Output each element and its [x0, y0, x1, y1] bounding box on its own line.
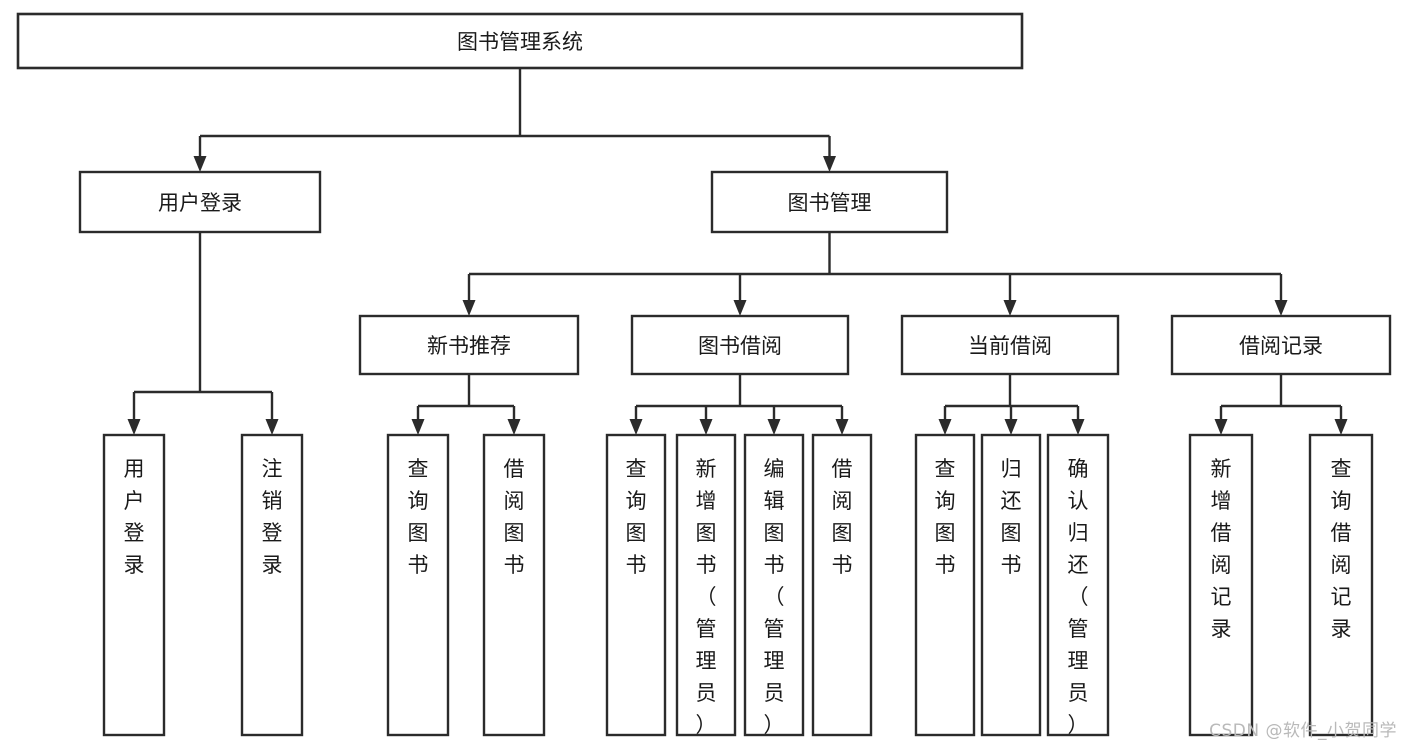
- node-label: 注销登录: [262, 457, 283, 577]
- node-label: 图书管理系统: [457, 30, 583, 54]
- arrow-head-icon: [1003, 300, 1017, 316]
- node-l2_1[interactable]: 图书借阅: [630, 314, 850, 376]
- node-l1_0[interactable]: 用户登录: [78, 170, 322, 234]
- node-l2_0[interactable]: 新书推荐: [358, 314, 580, 376]
- node-label: 借阅图书: [832, 457, 853, 577]
- node-box: [900, 314, 1120, 376]
- arrow-head-icon: [1071, 419, 1085, 435]
- node-label: 归还图书: [1001, 457, 1022, 577]
- node-leaf_0[interactable]: 用户登录: [102, 433, 166, 737]
- node-leaf_10[interactable]: 确认归还（管理员）: [1046, 433, 1110, 737]
- connector-group: [411, 374, 521, 435]
- node-label: 借阅记录: [1239, 334, 1323, 358]
- arrow-head-icon: [629, 419, 643, 435]
- arrow-head-icon: [127, 419, 141, 435]
- node-label: 用户登录: [124, 457, 145, 577]
- arrow-head-icon: [767, 419, 781, 435]
- node-leaf_1[interactable]: 注销登录: [240, 433, 304, 737]
- arrow-head-icon: [1274, 300, 1288, 316]
- node-leaf_7[interactable]: 借阅图书: [811, 433, 873, 737]
- connector-group: [193, 68, 836, 172]
- node-label: 查询图书: [408, 457, 429, 577]
- arrow-head-icon: [733, 300, 747, 316]
- node-l1_1[interactable]: 图书管理: [710, 170, 949, 234]
- node-label: 编辑图书（管理员）: [764, 457, 785, 737]
- node-box: [605, 433, 667, 737]
- node-label: 确认归还（管理员）: [1068, 457, 1089, 737]
- node-box: [358, 314, 580, 376]
- node-leaf_4[interactable]: 查询图书: [605, 433, 667, 737]
- node-box: [630, 314, 850, 376]
- node-box: [710, 170, 949, 234]
- node-label: 图书管理: [788, 191, 872, 215]
- node-box: [240, 433, 304, 737]
- arrow-head-icon: [507, 419, 521, 435]
- node-leaf_5[interactable]: 新增图书（管理员）: [675, 433, 737, 737]
- node-leaf_11[interactable]: 新增借阅记录: [1188, 433, 1254, 737]
- arrow-head-icon: [265, 419, 279, 435]
- arrow-head-icon: [1214, 419, 1228, 435]
- node-leaf_3[interactable]: 借阅图书: [482, 433, 546, 737]
- node-box: [78, 170, 322, 234]
- node-box: [980, 433, 1042, 737]
- connector-group: [462, 232, 1288, 316]
- node-box: [811, 433, 873, 737]
- node-box: [102, 433, 166, 737]
- node-box: [1188, 433, 1254, 737]
- node-box: [386, 433, 450, 737]
- connector-group: [629, 374, 849, 435]
- node-label: 当前借阅: [968, 334, 1052, 358]
- node-label: 查询借阅记录: [1331, 457, 1352, 641]
- arrow-head-icon: [193, 156, 207, 172]
- csdn-watermark: CSDN @软件_小贺同学: [1209, 721, 1397, 741]
- arrow-head-icon: [1004, 419, 1018, 435]
- node-leaf_6[interactable]: 编辑图书（管理员）: [743, 433, 805, 737]
- node-leaf_8[interactable]: 查询图书: [914, 433, 976, 737]
- node-root[interactable]: 图书管理系统: [16, 12, 1024, 70]
- node-box: [1046, 433, 1110, 737]
- node-label: 新增借阅记录: [1211, 457, 1232, 641]
- arrow-head-icon: [411, 419, 425, 435]
- node-label: 新书推荐: [427, 334, 511, 358]
- node-l2_3[interactable]: 借阅记录: [1170, 314, 1392, 376]
- node-box: [1308, 433, 1374, 737]
- arrow-head-icon: [823, 156, 836, 172]
- arrow-head-icon: [699, 419, 713, 435]
- node-box: [1170, 314, 1392, 376]
- arrow-head-icon: [938, 419, 952, 435]
- connector-group: [938, 374, 1085, 435]
- connector-group: [1214, 374, 1348, 435]
- node-label: 用户登录: [158, 191, 242, 215]
- node-box: [743, 433, 805, 737]
- node-label: 借阅图书: [504, 457, 525, 577]
- node-leaf_9[interactable]: 归还图书: [980, 433, 1042, 737]
- node-box: [482, 433, 546, 737]
- node-box: [675, 433, 737, 737]
- arrow-head-icon: [1334, 419, 1348, 435]
- connector-group: [127, 232, 279, 435]
- node-leaf_12[interactable]: 查询借阅记录: [1308, 433, 1374, 737]
- node-label: 新增图书（管理员）: [696, 457, 717, 737]
- arrow-head-icon: [462, 300, 476, 316]
- node-l2_2[interactable]: 当前借阅: [900, 314, 1120, 376]
- node-box: [16, 12, 1024, 70]
- node-label: 查询图书: [626, 457, 647, 577]
- node-label: 图书借阅: [698, 334, 782, 358]
- node-leaf_2[interactable]: 查询图书: [386, 433, 450, 737]
- node-label: 查询图书: [935, 457, 956, 577]
- arrow-head-icon: [835, 419, 849, 435]
- node-box: [914, 433, 976, 737]
